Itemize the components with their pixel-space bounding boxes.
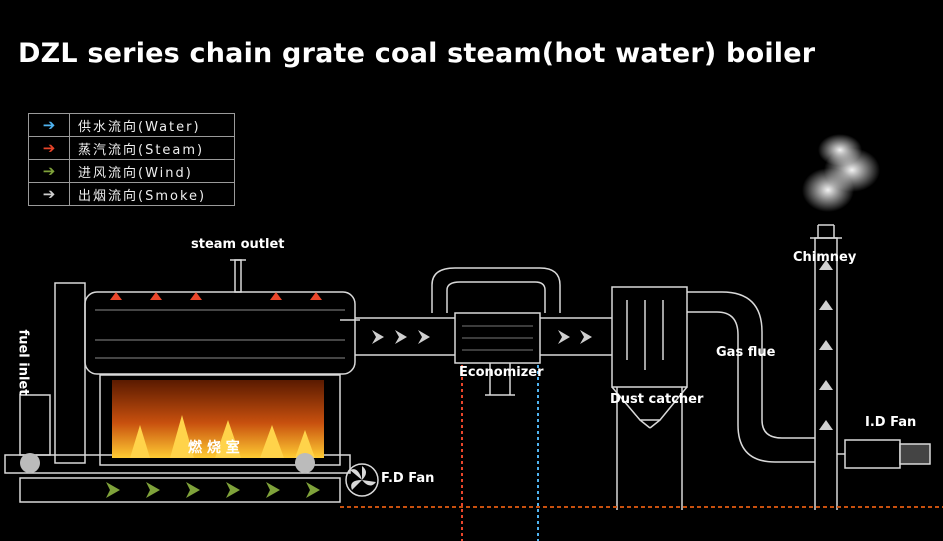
grate-gears (20, 453, 315, 473)
flow-legend: ➔ 供水流向(Water) ➔ 蒸汽流向(Steam) ➔ 进风流向(Wind)… (28, 113, 235, 206)
fuel-hopper (19, 394, 51, 456)
fd-fan-icon (345, 463, 379, 497)
water-pipes (461, 365, 539, 541)
steam-flow-arrows (110, 292, 322, 300)
legend-label-wind: 进风流向(Wind) (78, 165, 193, 181)
air-duct (19, 477, 341, 503)
smoke-flow-arrows (372, 260, 833, 430)
furnace-fire (112, 380, 324, 458)
legend-label-smoke: 出烟流向(Smoke) (78, 188, 207, 204)
steam-outlet-pipe (234, 259, 242, 293)
front-wall (54, 282, 86, 464)
economizer-unit (431, 267, 561, 396)
chimney-label: Chimney (793, 250, 857, 265)
steam-drum (84, 291, 356, 375)
id-fan-icon (837, 439, 931, 469)
legend-label-water: 供水流向(Water) (78, 119, 201, 135)
drum-tubes (95, 309, 345, 359)
chimney-smoke (802, 134, 880, 212)
wind-flow-arrows (106, 482, 320, 498)
furnace-chamber (99, 374, 341, 466)
water-arrow-icon: ➔ (29, 114, 70, 136)
flame-tongues (130, 415, 315, 458)
legend-label-steam: 蒸汽流向(Steam) (78, 142, 205, 158)
legend-row-smoke: ➔ 出烟流向(Smoke) (29, 183, 234, 205)
smoke-arrow-icon: ➔ (29, 183, 70, 205)
legend-row-steam: ➔ 蒸汽流向(Steam) (29, 137, 234, 160)
dust-catcher-unit (611, 286, 688, 510)
smoke-duct-2 (540, 317, 612, 356)
legend-row-water: ➔ 供水流向(Water) (29, 114, 234, 137)
chimney-stack (810, 224, 842, 510)
id-fan-label: I.D Fan (865, 415, 917, 430)
page-title: DZL series chain grate coal steam(hot wa… (18, 38, 816, 69)
wind-arrow-icon: ➔ (29, 160, 70, 182)
fuel-inlet-label: fuel inlet (15, 329, 31, 396)
furnace-label: 燃 烧 室 (188, 440, 240, 456)
gas-flue-label: Gas flue (716, 345, 776, 360)
economizer-tubes (462, 325, 533, 351)
gas-flue-duct (687, 291, 815, 463)
steam-outlet-label: steam outlet (191, 237, 285, 252)
dust-catcher-label: Dust catcher (610, 392, 704, 407)
economizer-label: Economizer (459, 365, 544, 380)
legend-row-wind: ➔ 进风流向(Wind) (29, 160, 234, 183)
fd-fan-label: F.D Fan (381, 471, 435, 486)
smoke-duct-1 (355, 317, 455, 356)
boiler-body (4, 259, 360, 503)
steam-arrow-icon: ➔ (29, 137, 70, 159)
